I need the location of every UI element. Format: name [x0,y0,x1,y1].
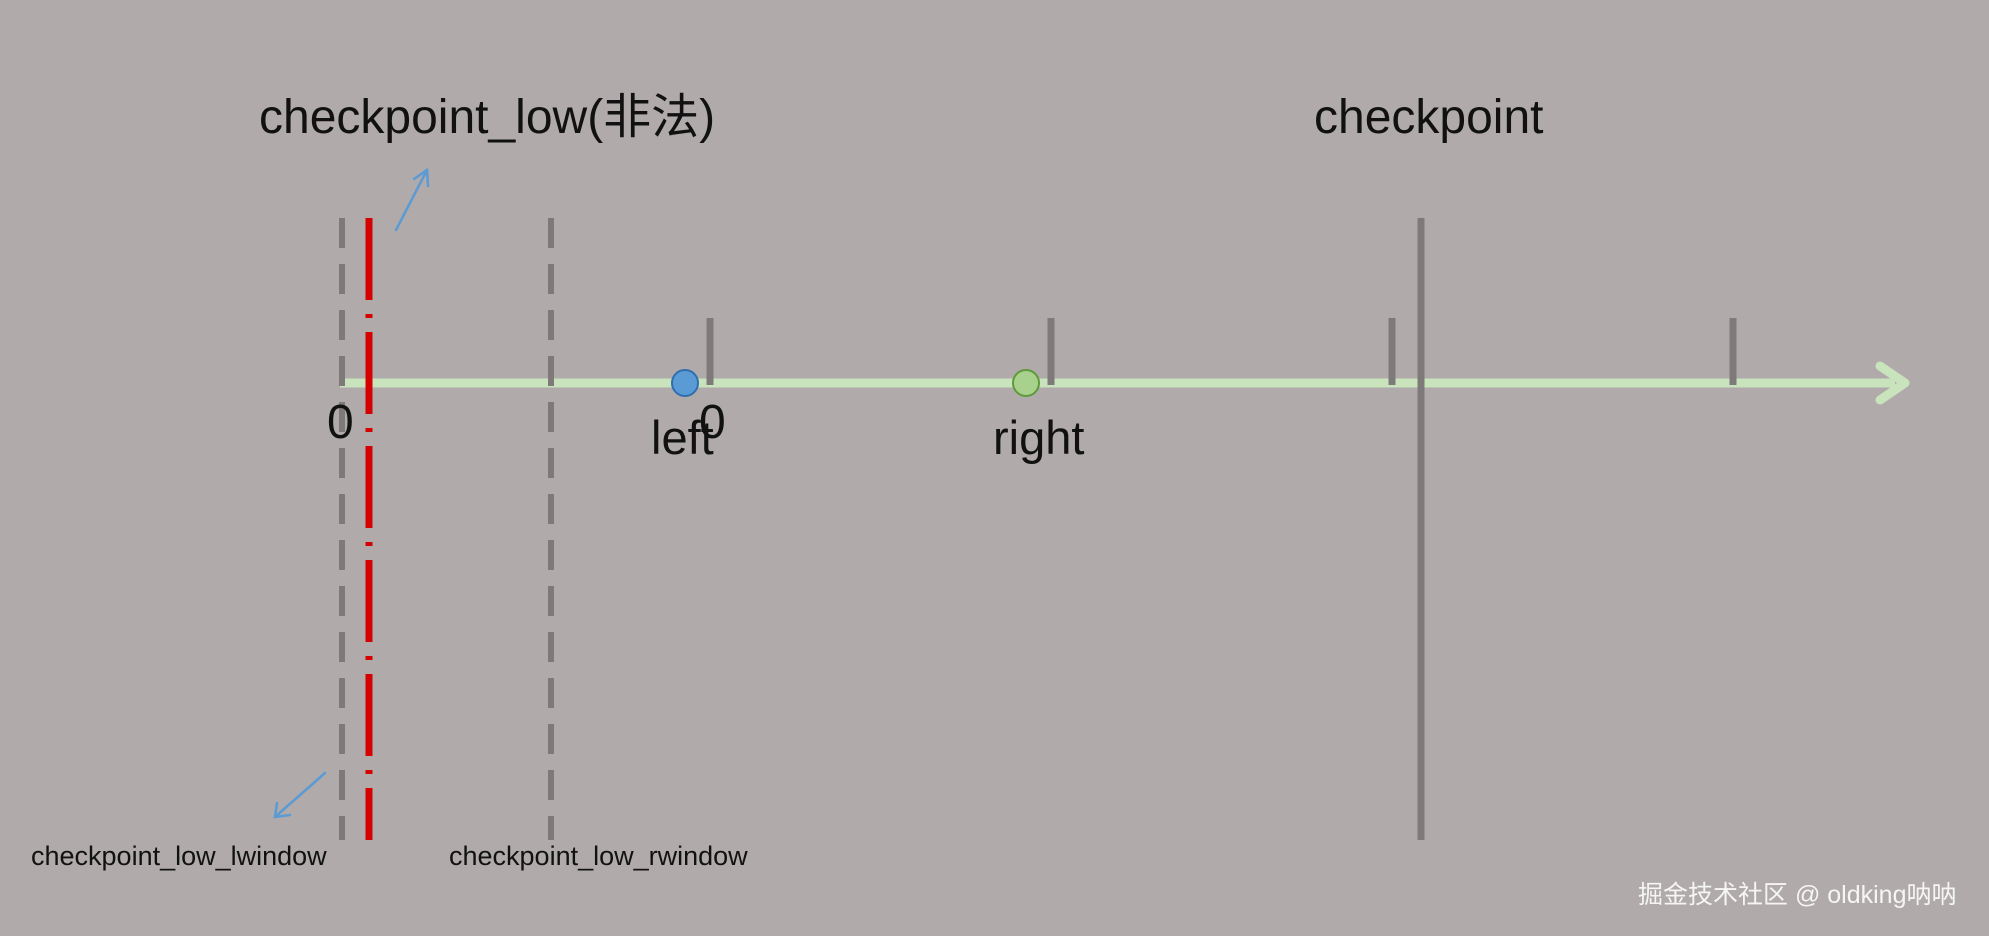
rwindow-label: checkpoint_low_rwindow [449,841,748,871]
right-point [1012,369,1040,397]
left-point [671,369,699,397]
checkpoint-low-label: checkpoint_low(非法) [259,91,716,144]
arrow-up-right-icon [394,167,430,232]
watermark: 掘金技术社区 @ oldking呐呐 [1638,881,1957,909]
right-pointer-label: right [993,411,1085,464]
arrow-down-left-icon [273,771,327,819]
axis-mid-zero-label: 0 [699,396,726,449]
left-pointer-label: left [651,411,714,464]
axis-arrowhead [1875,361,1910,405]
lwindow-label: checkpoint_low_lwindow [31,841,327,871]
axis-origin-label: 0 [327,396,354,449]
checkpoint-label: checkpoint [1314,91,1544,144]
